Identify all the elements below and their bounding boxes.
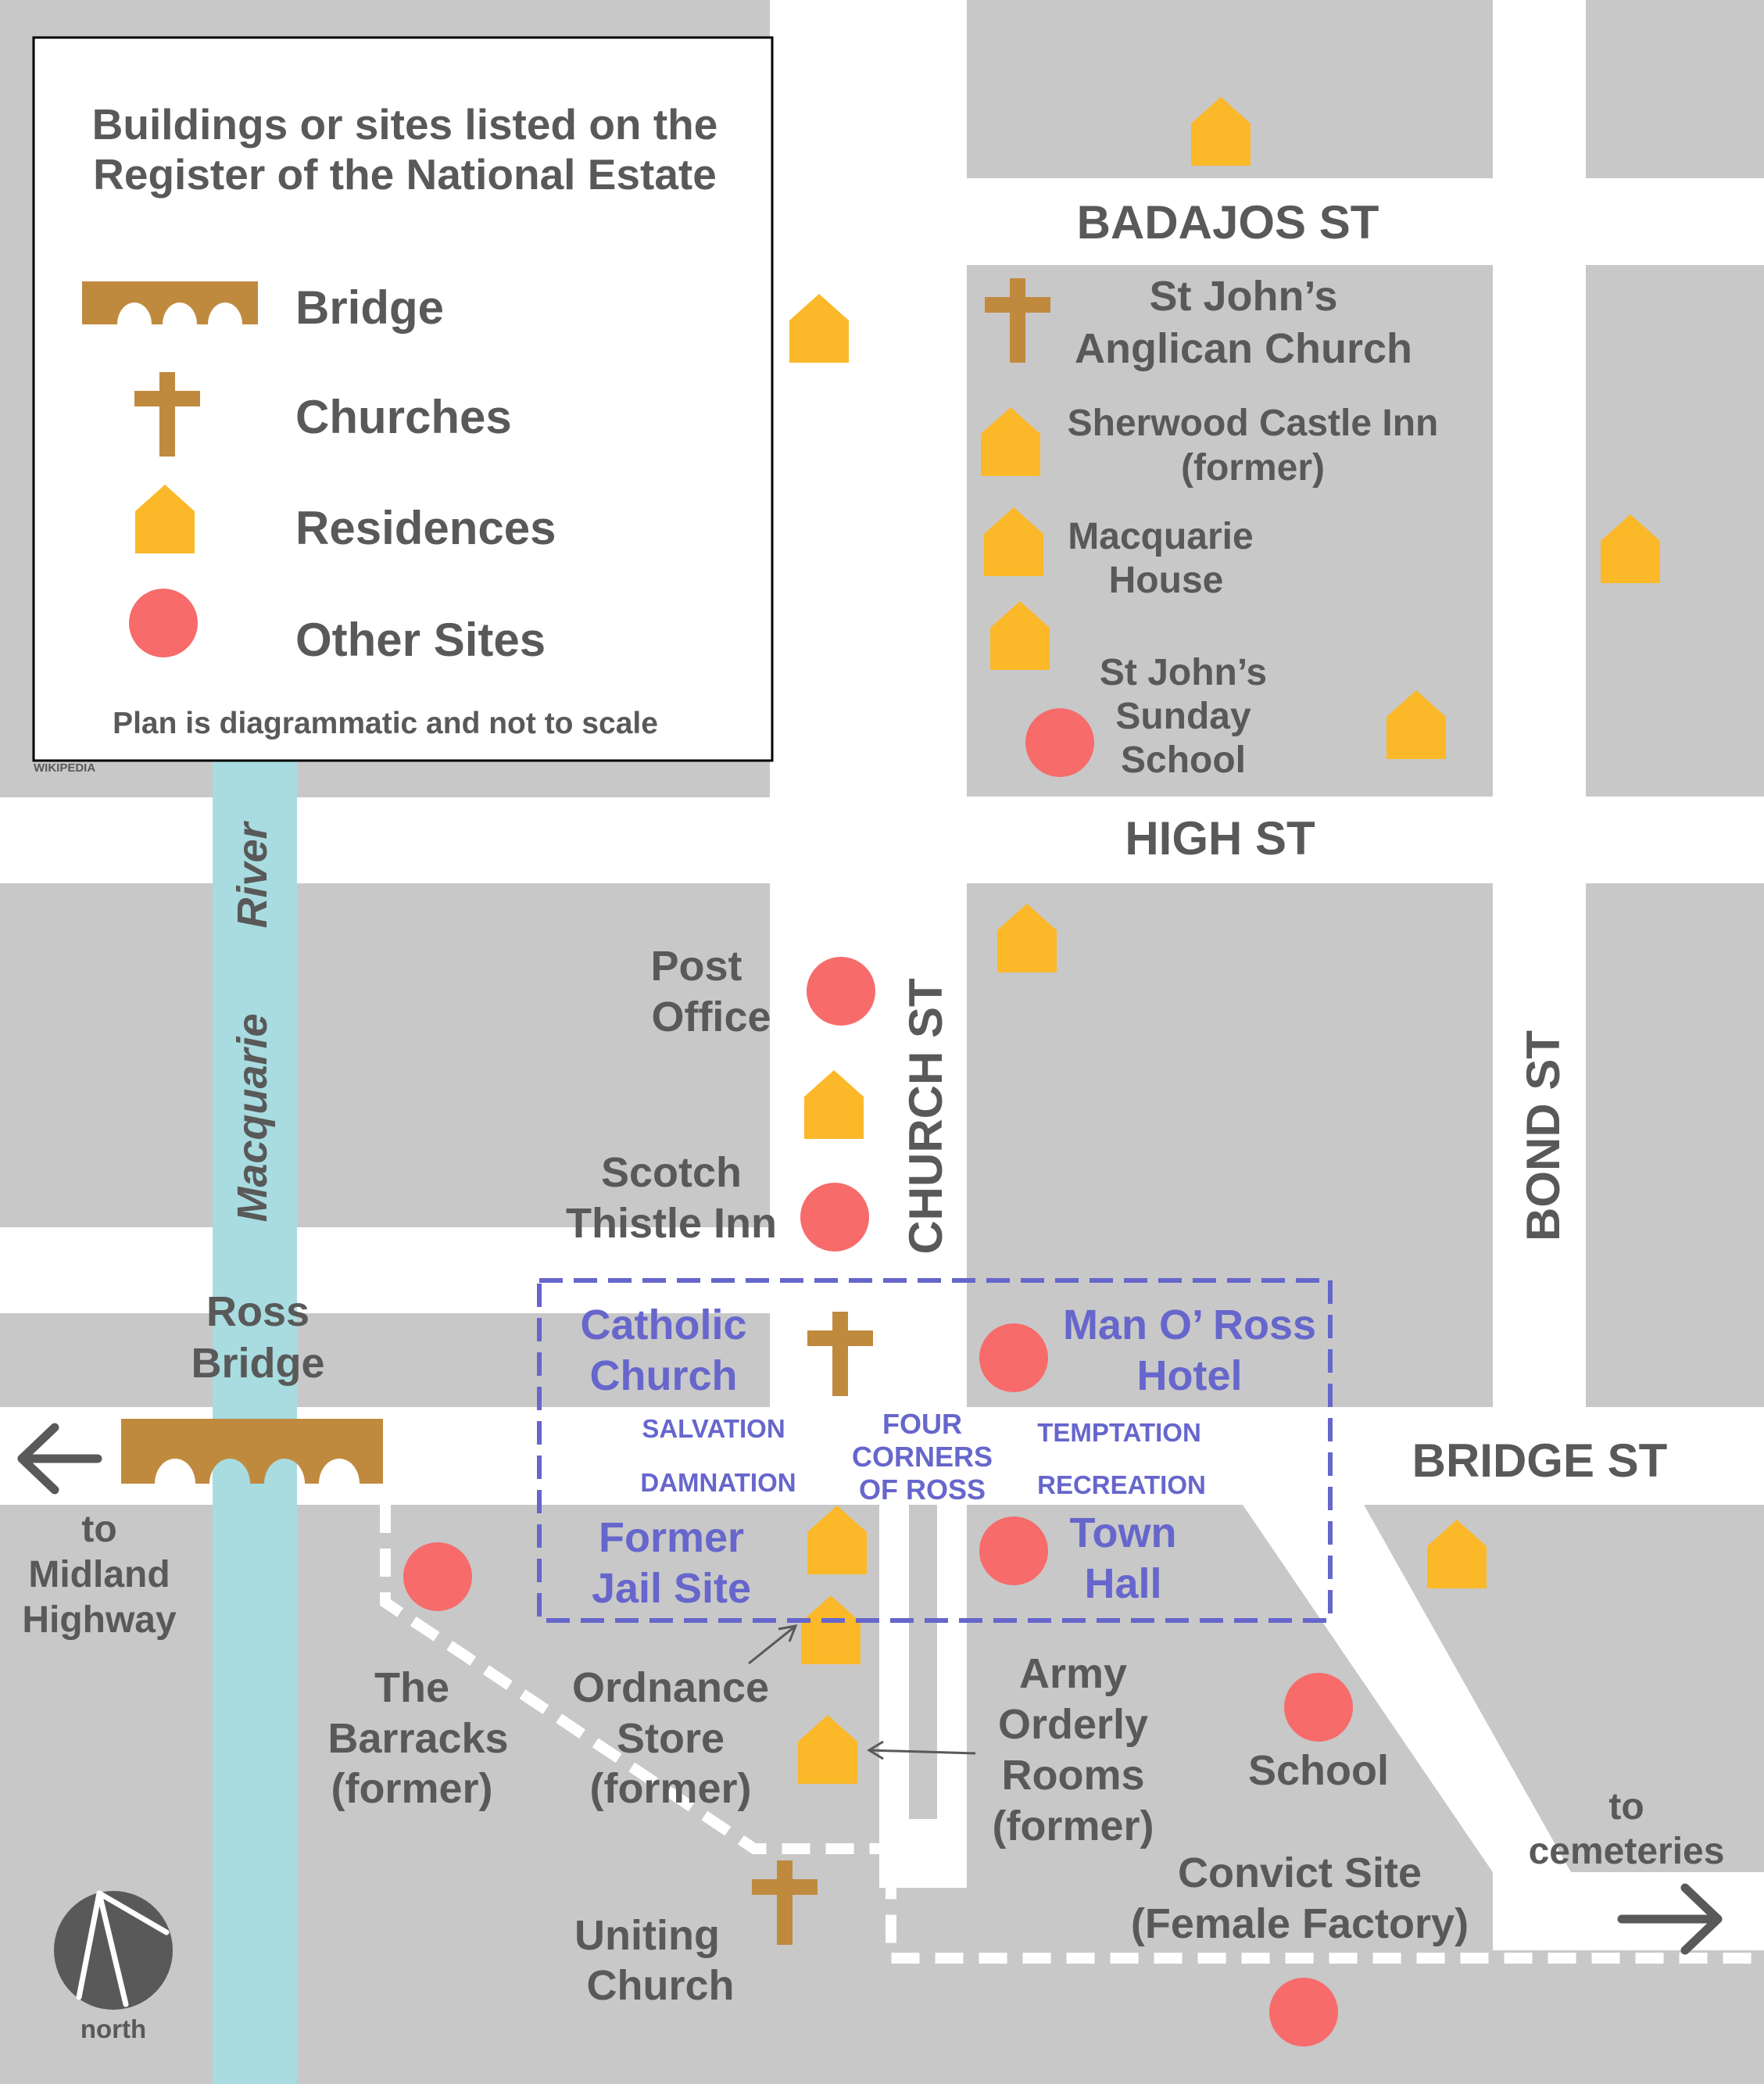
legend-title-line2: Register of the National Estate (93, 150, 717, 199)
ordnance-label-1: Ordnance (572, 1664, 769, 1711)
uniting-church-label-1: Uniting (574, 1912, 720, 1959)
site-icon (800, 1183, 869, 1251)
place-labels: St John’s Anglican Church Sherwood Castl… (22, 273, 1724, 2009)
church-st-label: CHURCH ST (900, 978, 952, 1254)
temptation-label: TEMPTATION (1037, 1418, 1201, 1447)
army-orderly-label-2: Orderly (998, 1701, 1148, 1748)
convict-site-boundary (380, 1505, 1764, 1964)
former-jail-label-1: Former (599, 1514, 744, 1561)
army-orderly-label-4: (former) (992, 1803, 1154, 1849)
pointer-arrows (748, 1624, 976, 1760)
legend-residences-label: Residences (295, 502, 556, 554)
other-site-icon (129, 589, 198, 657)
site-icon (807, 957, 875, 1026)
site-icon (403, 1542, 472, 1611)
legend-bridge-label: Bridge (295, 281, 444, 334)
man-o-ross-label-2: Hotel (1137, 1352, 1243, 1399)
four-corners-label-2: CORNERS (852, 1441, 993, 1473)
sunday-school-label-3: School (1121, 739, 1246, 781)
ross-bridge-label-1: Ross (206, 1288, 310, 1335)
salvation-label: SALVATION (642, 1414, 785, 1443)
recreation-label: RECREATION (1037, 1470, 1206, 1499)
uniting-church-label-2: Church (587, 1962, 735, 2009)
to-cemeteries-label-2: cemeteries (1529, 1831, 1725, 1872)
post-office-label-1: Post (650, 943, 742, 990)
legend-title-line1: Buildings or sites listed on the (92, 100, 718, 149)
four-corners-box (537, 1278, 1333, 1623)
sherwood-label-2: (former) (1181, 447, 1325, 489)
bridge-st-label: BRIDGE ST (1412, 1434, 1668, 1487)
macquarie-house-label-2: House (1109, 560, 1224, 601)
barracks-label-3: (former) (331, 1765, 492, 1812)
damnation-label: DAMNATION (640, 1468, 796, 1497)
convict-site-label-2: (Female Factory) (1131, 1900, 1469, 1947)
legend: Buildings or sites listed on the Registe… (32, 36, 774, 762)
st-johns-church-label-1: St John’s (1149, 273, 1337, 320)
wikipedia-credit: WIKIPEDIA (34, 761, 95, 775)
site-icon (979, 1516, 1048, 1585)
macquarie-house-label-1: Macquarie (1068, 516, 1253, 557)
barracks-label-2: Barracks (327, 1715, 508, 1762)
st-johns-church-label-2: Anglican Church (1075, 325, 1412, 372)
legend-scale-note: Plan is diagrammatic and not to scale (113, 707, 658, 740)
sunday-school-label-2: Sunday (1115, 696, 1251, 737)
to-midland-label-1: to (81, 1509, 116, 1550)
to-midland-label-3: Highway (22, 1599, 177, 1641)
high-st-label: HIGH ST (1125, 812, 1315, 865)
catholic-church-label-1: Catholic (580, 1302, 746, 1348)
town-hall-label-1: Town (1070, 1509, 1177, 1556)
church-st-median (909, 1505, 937, 1819)
to-midland-label-2: Midland (28, 1554, 170, 1595)
river-word-river: River (229, 820, 276, 928)
site-icon (979, 1323, 1048, 1392)
street-labels: BADAJOS ST HIGH ST BRIDGE ST CHURCH ST B… (900, 196, 1667, 1487)
high-st-west (0, 797, 879, 883)
site-icon (1025, 708, 1094, 777)
army-orderly-label-1: Army (1019, 1650, 1127, 1697)
sherwood-label-1: Sherwood Castle Inn (1068, 403, 1439, 444)
four-corners-label-1: FOUR (882, 1408, 962, 1440)
ordnance-label-2: Store (617, 1715, 725, 1762)
ross-bridge-icon (121, 1419, 383, 1484)
river-word-macquarie: Macquarie (229, 1013, 276, 1222)
arrow-east-icon (1617, 1883, 1723, 1955)
compass-north-label: north (81, 2014, 146, 2043)
sunday-school-label-1: St John’s (1100, 652, 1267, 693)
four-corners-label-3: OF ROSS (859, 1473, 986, 1506)
block-top-right (1586, 0, 1764, 178)
barracks-label-1: The (374, 1664, 449, 1711)
bridge-icon (82, 281, 258, 324)
compass: north (54, 1890, 173, 2043)
post-office-label-2: Office (651, 994, 771, 1040)
catholic-church-label-2: Church (590, 1352, 738, 1399)
legend-churches-label: Churches (295, 391, 512, 443)
four-corners-labels: Catholic Church Man O’ Ross Hotel Former… (580, 1302, 1316, 1612)
scotch-thistle-label-2: Thistle Inn (566, 1200, 777, 1247)
river-label: Macquarie River (229, 820, 276, 1222)
site-icon (1284, 1673, 1353, 1742)
ross-bridge-label-2: Bridge (191, 1340, 324, 1387)
town-hall-label-2: Hall (1084, 1560, 1161, 1607)
badajos-st-label: BADAJOS ST (1077, 196, 1379, 249)
diagonal-road (1243, 1505, 1571, 1872)
lane-west (0, 1227, 879, 1313)
site-icon (1269, 1978, 1338, 2046)
convict-site-label-1: Convict Site (1178, 1849, 1422, 1896)
school-label: School (1248, 1747, 1389, 1794)
legend-other-sites-label: Other Sites (295, 614, 546, 666)
scotch-thistle-label-1: Scotch (601, 1149, 742, 1196)
to-cemeteries-label-1: to (1608, 1786, 1644, 1828)
former-jail-label-2: Jail Site (592, 1565, 751, 1612)
road-to-cemeteries (1493, 1872, 1764, 1950)
arrow-west-icon (17, 1423, 102, 1495)
army-orderly-label-3: Rooms (1001, 1752, 1144, 1799)
bond-st-label: BOND ST (1517, 1030, 1569, 1241)
block-right-mid (1586, 883, 1764, 1407)
man-o-ross-label-1: Man O’ Ross (1063, 1302, 1316, 1348)
ordnance-label-3: (former) (589, 1765, 751, 1812)
church-st-north (770, 0, 879, 1407)
